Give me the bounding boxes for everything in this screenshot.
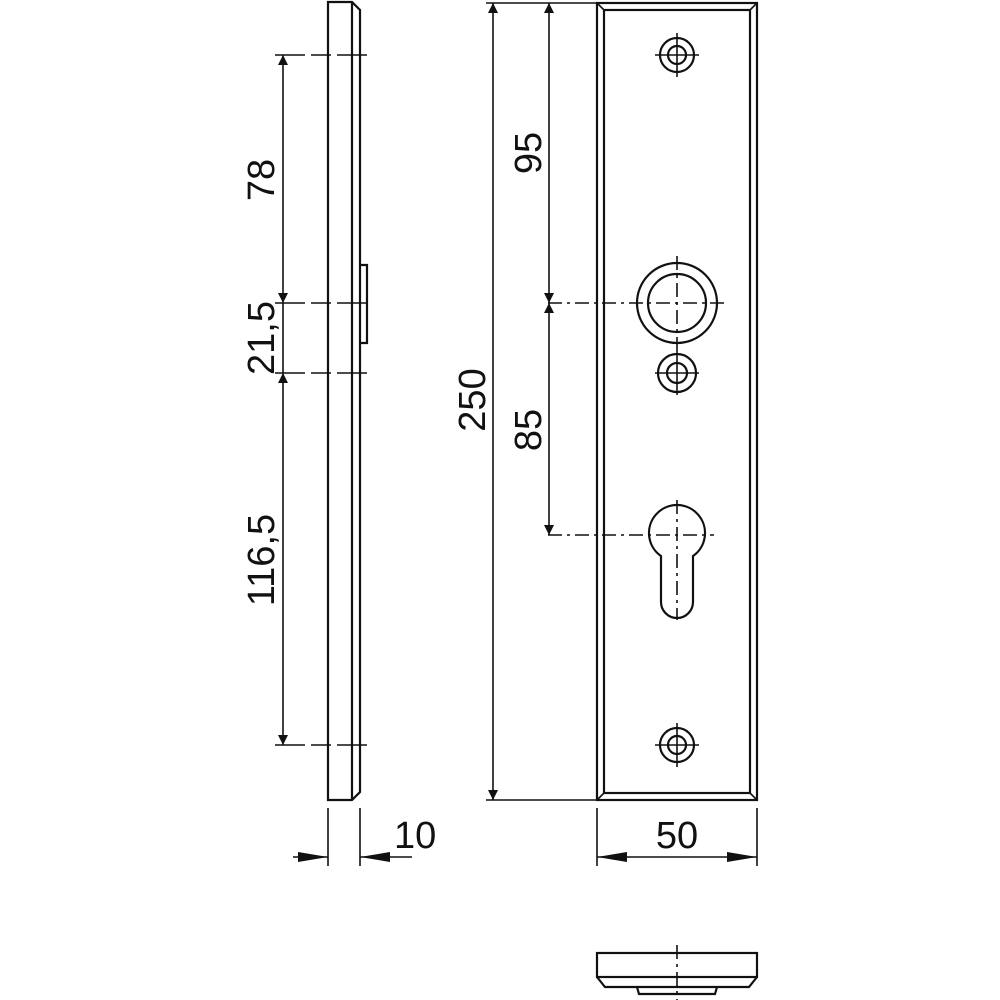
dim-label-78: 78 <box>241 159 283 201</box>
dim-label-116-5: 116,5 <box>241 514 283 606</box>
dim-label-10: 10 <box>394 815 436 857</box>
screw-hole-top <box>655 33 699 77</box>
dim-label-21-5: 21,5 <box>241 301 283 375</box>
screw-hole-bottom <box>655 723 699 767</box>
dim-label-95: 95 <box>508 132 550 174</box>
cylinder-hole <box>548 500 714 620</box>
front-view: 250 95 85 50 <box>452 1 759 866</box>
bottom-view <box>595 945 759 1000</box>
side-handle-boss <box>360 263 369 345</box>
dim-label-50: 50 <box>656 815 698 857</box>
dim-label-85: 85 <box>508 409 550 451</box>
side-extension-lines <box>275 54 370 746</box>
side-plate-outline <box>326 0 362 802</box>
front-plate-outline <box>595 1 759 802</box>
dim-label-250: 250 <box>452 368 494 431</box>
side-view: 78 21,5 116,5 10 <box>241 0 436 866</box>
handle-hole <box>548 256 728 352</box>
screw-hole-middle <box>655 351 699 395</box>
front-plate-bevel <box>602 8 752 795</box>
